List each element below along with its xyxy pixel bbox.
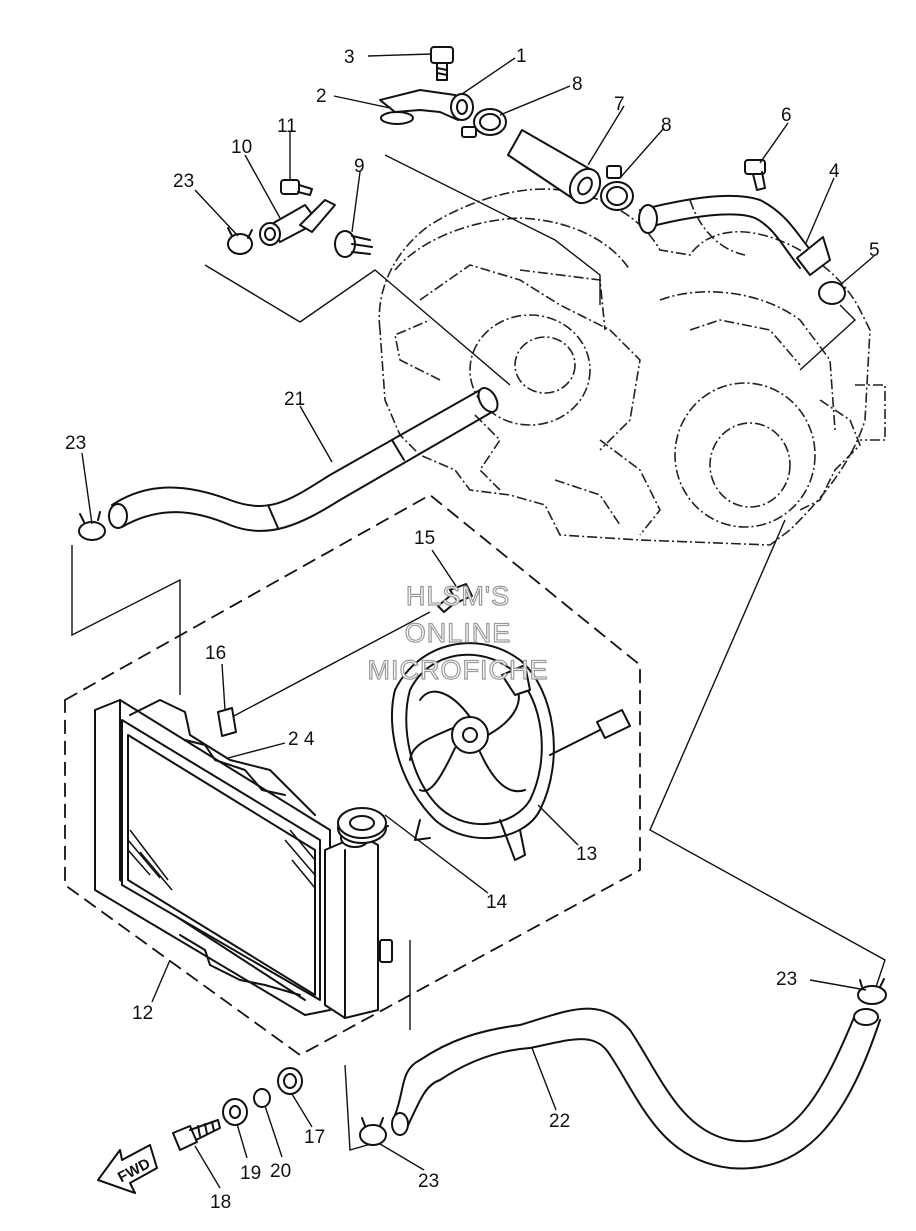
- hose-clamp-23-right: [857, 978, 887, 1005]
- radiator-12: [94, 699, 393, 1019]
- cooling-fan-13: [391, 642, 631, 861]
- callout-9: 9: [354, 156, 365, 177]
- water-pipe-4: [638, 194, 831, 276]
- assembly-lines: [71, 154, 886, 1151]
- o-ring-2: [380, 111, 414, 125]
- bolt-15: [437, 583, 473, 613]
- callout-20: 20: [270, 1161, 291, 1182]
- callout-15: 15: [414, 528, 435, 549]
- callout-22: 22: [549, 1111, 570, 1132]
- bracket-24: [184, 739, 286, 796]
- thermostat-cover-10: [259, 199, 336, 246]
- callout-3: 3: [344, 47, 355, 68]
- watermark-line-2: ONLINE: [405, 618, 512, 648]
- collar-20: [253, 1088, 271, 1108]
- thermostat-9: [334, 230, 373, 258]
- callout-14: 14: [486, 892, 508, 913]
- hose-clamp-23-left: [78, 511, 106, 541]
- nut-16: [217, 707, 237, 737]
- callout-17: 17: [304, 1127, 325, 1148]
- callout-2: 2: [316, 86, 327, 107]
- callout-19: 19: [240, 1163, 261, 1184]
- bolt-3: [430, 46, 454, 81]
- callout-4: 4: [829, 161, 840, 182]
- callout-23-left: 23: [65, 433, 86, 454]
- hose-clamp-23-top: [227, 227, 253, 255]
- callout-24: 2 4: [288, 729, 315, 750]
- bolt-6: [744, 159, 766, 191]
- callout-10: 10: [231, 137, 252, 158]
- grommet-17: [277, 1067, 303, 1095]
- callout-6: 6: [781, 105, 792, 126]
- watermark-line-3: MICROFICHE: [368, 655, 549, 685]
- callout-labels: 3 2 1 8 7 8 6 4 5 9 11 10 23 23 21 15 16…: [65, 46, 880, 1213]
- radiator-fins: [127, 829, 316, 891]
- radiator-hose-22: [391, 1007, 881, 1170]
- engine-outline: [378, 188, 886, 546]
- callout-11: 11: [277, 116, 297, 137]
- callout-23-right: 23: [776, 969, 797, 990]
- callout-16: 16: [205, 643, 226, 664]
- hose-clamp-23-bottom: [359, 1117, 387, 1146]
- callout-1: 1: [516, 46, 527, 67]
- leader-lines: [81, 53, 875, 1189]
- callout-23-bottom: 23: [418, 1171, 439, 1192]
- callout-8-lower: 8: [661, 115, 672, 136]
- forward-direction-arrow: FWD: [97, 1144, 158, 1194]
- callout-13: 13: [576, 844, 597, 865]
- callout-12: 12: [132, 1003, 153, 1024]
- callout-7: 7: [614, 94, 625, 115]
- pipe-elbow-1: [379, 89, 474, 121]
- hose-7: [507, 129, 602, 205]
- bolt-18: [172, 1119, 221, 1151]
- hose-clamp-8a: [461, 108, 507, 138]
- callout-18: 18: [210, 1192, 231, 1213]
- callout-8-upper: 8: [572, 74, 583, 95]
- bolt-11: [280, 179, 313, 196]
- washer-19: [222, 1098, 248, 1126]
- radiator-hose-21: [108, 387, 499, 532]
- callout-5: 5: [869, 240, 880, 261]
- radiator-assembly-boundary: [64, 493, 641, 1057]
- watermark: HLSM'S ONLINE MICROFICHE: [367, 580, 549, 685]
- o-ring-5: [818, 281, 846, 305]
- callout-23-top: 23: [173, 171, 194, 192]
- watermark-line-1: HLSM'S: [406, 581, 510, 611]
- radiator-cap-14: [337, 807, 387, 844]
- hose-clamp-8b: [600, 165, 634, 211]
- callout-21: 21: [284, 389, 305, 410]
